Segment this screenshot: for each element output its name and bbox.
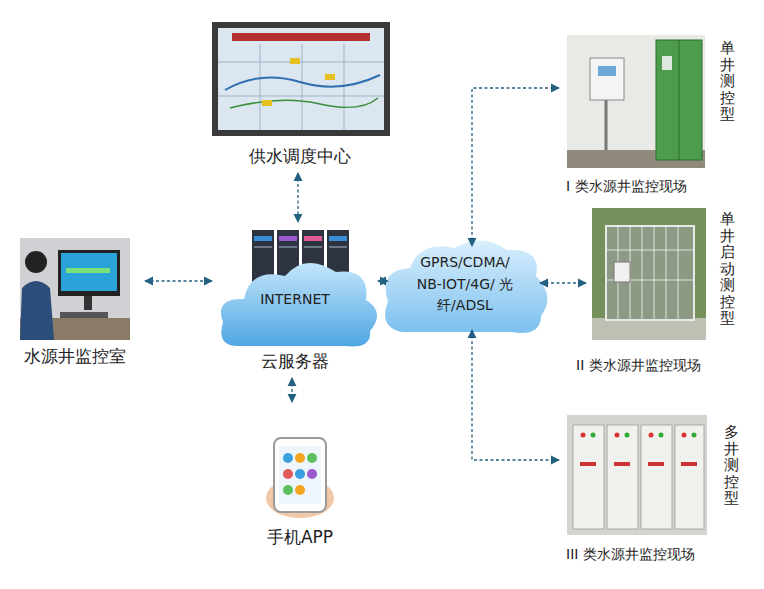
vertical-type-label: 单井测控型 — [720, 40, 735, 123]
dashed-connector — [378, 280, 388, 281]
cloud-text: INTERNET — [215, 291, 375, 308]
diagram-node: GPRS/CDMA/ NB-IOT/4G/ 光纤/ADSL — [382, 236, 548, 334]
phone-illustration — [266, 438, 334, 518]
well-site-photo-2 — [592, 208, 706, 340]
caption-label: 水源井监控室 — [10, 346, 140, 366]
diagram-node: 供水调度中心 — [205, 18, 397, 170]
well-site-photo-3 — [567, 415, 707, 535]
caption-label: III 类水源井监控现场 — [566, 546, 695, 563]
diagram-node: 水源井监控室 — [10, 234, 142, 374]
dashed-connector — [472, 88, 559, 246]
caption-label: 供水调度中心 — [205, 146, 395, 166]
dashed-connector — [540, 282, 586, 283]
caption-label: II 类水源井监控现场 — [576, 357, 701, 374]
dashed-connector — [297, 173, 298, 222]
dashed-connector — [472, 330, 559, 460]
vertical-type-label: 单井启动测控型 — [720, 211, 735, 327]
caption-label: 手机APP — [245, 527, 355, 547]
monitor-room-photo — [20, 238, 130, 340]
screen-photo — [212, 22, 390, 136]
cloud-text: GPRS/CDMA/ NB-IOT/4G/ 光纤/ADSL — [413, 252, 517, 317]
caption-label: 云服务器 — [215, 351, 375, 371]
diagram-node: INTERNET 云服务器 — [215, 225, 377, 375]
diagram-node: 多井测控型 III 类水源井监控现场 — [562, 410, 745, 578]
diagram-node: 手机APP — [245, 405, 357, 553]
vertical-type-label: 多井测控型 — [724, 424, 739, 507]
dashed-connector — [145, 280, 212, 281]
caption-label: I 类水源井监控现场 — [566, 178, 687, 195]
dashed-connector — [291, 378, 292, 402]
well-site-photo-1 — [567, 35, 705, 168]
diagram-node: 单井启动测控型 II 类水源井监控现场 — [562, 205, 745, 380]
network-cloud — [385, 240, 547, 332]
cloud-server — [221, 230, 377, 346]
diagram-node: 单井测控型 I 类水源井监控现场 — [562, 30, 745, 198]
